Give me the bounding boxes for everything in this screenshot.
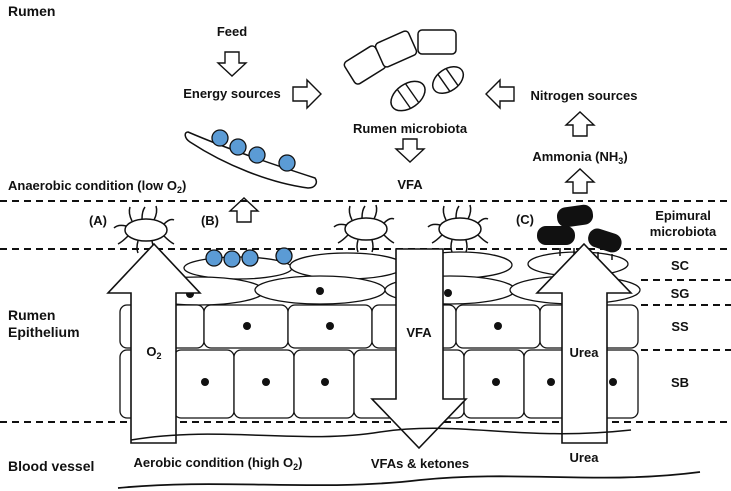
vfas-ketones-label: VFAs & ketones bbox=[371, 456, 469, 471]
o2-label: O2 bbox=[146, 344, 161, 361]
o2-up-arrow bbox=[106, 242, 202, 444]
rumen-microbiota-icon bbox=[343, 29, 465, 112]
energy-sources-label: Energy sources bbox=[183, 86, 281, 101]
anaerobic-condition-label: Anaerobic condition (low O2) bbox=[8, 178, 186, 195]
layer-ss-label: SS bbox=[671, 319, 689, 334]
epimural-label-line1: Epimural bbox=[655, 208, 711, 223]
blood-vessel-wall-upper bbox=[130, 427, 632, 441]
ammonia-up-arrow-upper bbox=[564, 111, 596, 137]
urea-up-arrow bbox=[535, 242, 633, 444]
nitrogen-left-arrow bbox=[485, 78, 515, 110]
blood-vessel-wall-lower bbox=[117, 471, 701, 489]
marker-b-label: (B) bbox=[201, 213, 219, 228]
epimural-microbe-a bbox=[113, 205, 175, 254]
epimural-microbe-2 bbox=[333, 204, 395, 253]
aerobic-condition-label: Aerobic condition (high O2) bbox=[134, 455, 303, 472]
rumen-microbiota-label: Rumen microbiota bbox=[353, 121, 468, 136]
layer-sc-label: SC bbox=[671, 258, 690, 273]
bacteria-up-arrow bbox=[228, 197, 260, 223]
nitrogen-sources-label: Nitrogen sources bbox=[531, 88, 638, 103]
feed-label: Feed bbox=[217, 24, 247, 39]
stratum-spinosum-cells bbox=[119, 304, 639, 349]
ammonia-up-arrow-lower bbox=[564, 168, 596, 194]
rumen-epithelium-label-line2: Epithelium bbox=[8, 324, 80, 340]
urea-bottom-label: Urea bbox=[570, 450, 600, 465]
vfa-top-label: VFA bbox=[397, 177, 423, 192]
urea-arrow-label: Urea bbox=[570, 345, 600, 360]
rumen-epithelium-label-line1: Rumen bbox=[8, 307, 55, 323]
ammonia-label: Ammonia (NH3) bbox=[532, 149, 627, 166]
marker-a-label: (A) bbox=[89, 213, 107, 228]
epimural-blue-bacteria bbox=[205, 247, 293, 268]
layer-sg-label: SG bbox=[671, 286, 690, 301]
blood-vessel-label: Blood vessel bbox=[8, 458, 94, 474]
layer-sb-label: SB bbox=[671, 375, 689, 390]
feed-particle-with-bacteria bbox=[184, 129, 318, 189]
microbiota-down-arrow bbox=[394, 138, 426, 163]
epimural-microbe-3 bbox=[427, 204, 489, 253]
vfa-arrow-label: VFA bbox=[406, 325, 432, 340]
marker-c-label: (C) bbox=[516, 212, 534, 227]
energy-right-arrow bbox=[292, 78, 322, 110]
rumen-label: Rumen bbox=[8, 3, 55, 19]
feed-down-arrow bbox=[216, 51, 248, 77]
vfa-down-arrow bbox=[370, 248, 468, 450]
cell-nuclei bbox=[186, 287, 617, 386]
epimural-label-line2: microbiota bbox=[650, 224, 717, 239]
stratum-basale-cells bbox=[119, 349, 639, 419]
